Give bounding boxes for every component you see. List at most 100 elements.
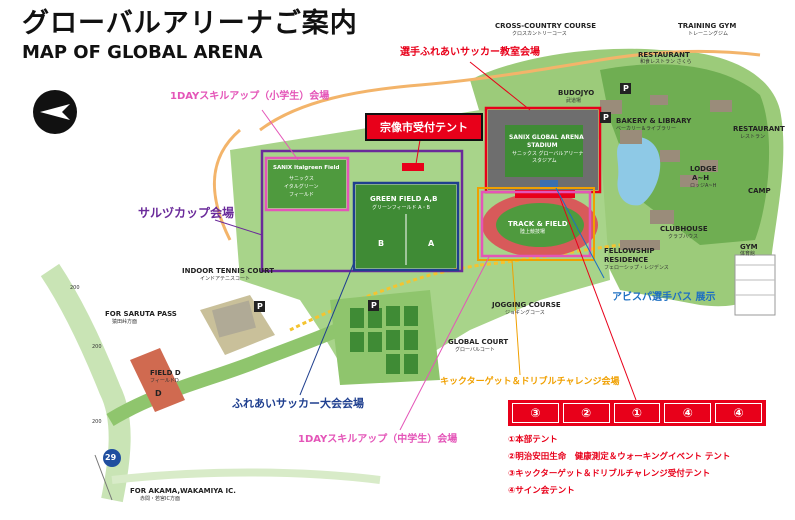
label-camp: CAMP bbox=[748, 187, 771, 195]
label-lodge: LODGE bbox=[690, 165, 717, 173]
label-stadium-2: STADIUM bbox=[527, 142, 558, 149]
line-tents bbox=[559, 197, 637, 401]
road-number-3: 200 bbox=[92, 419, 102, 425]
label-italgreen-jp1: サニックス bbox=[289, 176, 314, 182]
label-italgreen-jp2: イタルグリーン bbox=[284, 184, 319, 190]
stadium-field bbox=[505, 125, 583, 177]
legend-item-2: ②明治安田生命 健康測定＆ウォーキングイベント テント bbox=[508, 452, 731, 462]
label-budojyo-jp: 武道場 bbox=[566, 98, 582, 104]
court-3 bbox=[386, 306, 400, 326]
road-number-1: 200 bbox=[70, 285, 80, 291]
global-court-area bbox=[330, 290, 440, 385]
line-fureai bbox=[299, 259, 356, 396]
label-clubhouse-jp: クラブハウス bbox=[668, 234, 699, 240]
callout-kick-target: キックターゲット＆ドリブルチャレンジ会場 bbox=[440, 377, 620, 387]
callout-saruzu-cup: サルヅカップ会場 bbox=[138, 206, 235, 220]
line-kick bbox=[511, 259, 521, 376]
route-29-badge bbox=[103, 449, 121, 467]
label-stadium-jp2: スタジアム bbox=[532, 158, 557, 164]
label-residence: RESIDENCE bbox=[604, 256, 649, 264]
callout-avispa-bus: アビスパ選手バス 展示 bbox=[612, 292, 716, 303]
label-lodge-jp: ロッジA~H bbox=[690, 183, 717, 189]
building-6 bbox=[650, 95, 668, 105]
label-jogging: JOGGING COURSE bbox=[492, 301, 561, 309]
building-3 bbox=[660, 150, 680, 162]
cross-country-path bbox=[259, 49, 761, 132]
page-subtitle: MAP OF GLOBAL ARENA bbox=[22, 42, 263, 63]
label-saruta: FOR SARUTA PASS bbox=[105, 310, 177, 318]
parking-sign-4 bbox=[600, 112, 611, 123]
tent-cell-5: ④ bbox=[715, 403, 762, 423]
clubhouse-bld bbox=[650, 210, 674, 224]
walkway-dotted bbox=[479, 243, 621, 267]
bus-marker bbox=[540, 180, 558, 188]
label-indoor-tennis-jp: インドアテニスコート bbox=[200, 276, 251, 282]
parking-label-1: P bbox=[371, 301, 377, 310]
label-restaurant-jp: レストラン bbox=[740, 134, 766, 140]
building-2 bbox=[620, 130, 642, 144]
label-stadium-1: SANIX GLOBAL ARENA bbox=[509, 134, 584, 141]
legend-item-1: ①本部テント bbox=[508, 435, 558, 445]
italgreen-field bbox=[268, 160, 346, 208]
tent-row: ③ ② ① ④ ④ bbox=[508, 400, 766, 426]
label-cross-country-jp: クロスカントリーコース bbox=[512, 31, 567, 37]
label-italgreen-jp3: フィールド bbox=[289, 192, 314, 198]
tent-cell-1: ③ bbox=[512, 403, 559, 423]
track-inner bbox=[496, 203, 584, 247]
label-gym: GYM bbox=[740, 243, 758, 251]
field-d bbox=[130, 348, 185, 412]
court-7 bbox=[386, 330, 400, 350]
parking-label-3: P bbox=[623, 84, 629, 93]
label-bakery-jp: ベーカリー＆ライブラリー bbox=[616, 126, 677, 132]
court-5 bbox=[350, 332, 364, 352]
line-elem bbox=[261, 109, 299, 161]
label-green-field-jp: グリーンフィールド A・B bbox=[372, 205, 430, 211]
label-akama-jp: 赤間・若宮IC方面 bbox=[140, 496, 180, 502]
indoor-tennis-bld bbox=[212, 300, 256, 338]
court-9 bbox=[386, 354, 400, 374]
label-lodge-ah: A~H bbox=[692, 174, 710, 182]
label-global-court-jp: グローバルコート bbox=[455, 347, 495, 353]
court-2 bbox=[368, 308, 382, 328]
label-stadium-jp: サニックス グローバルアリーナ bbox=[512, 151, 584, 157]
lake bbox=[617, 136, 661, 206]
line-saruzu bbox=[214, 219, 263, 236]
callout-junior-skill: 1DAYスキルアップ（中学生）会場 bbox=[298, 434, 458, 445]
label-field-a: A bbox=[428, 239, 435, 248]
label-field-d-letter: D bbox=[155, 389, 162, 398]
label-italgreen-en: SANIX Italgreen Field bbox=[273, 165, 340, 171]
court-6 bbox=[368, 332, 382, 352]
building-4 bbox=[680, 175, 698, 187]
line-bus bbox=[555, 187, 605, 279]
parking-label-4: P bbox=[603, 113, 609, 122]
fellowship-bld bbox=[620, 240, 660, 250]
road-to-akama bbox=[111, 468, 381, 484]
legend-item-3: ③キックターゲット＆ドリブルチャレンジ受付テント bbox=[508, 469, 711, 479]
building-5 bbox=[700, 160, 718, 172]
court-4 bbox=[404, 306, 418, 326]
outer-course bbox=[212, 128, 241, 241]
munakata-tent-label: 宗像市受付テント bbox=[365, 113, 483, 141]
fureai-box bbox=[352, 181, 460, 272]
label-training-gym-jp: トレーニングジム bbox=[688, 31, 729, 37]
court-1 bbox=[350, 308, 364, 328]
label-restaurant-top: RESTAURANT bbox=[638, 51, 690, 59]
label-residence-jp: フェローシップ・レジデンス bbox=[604, 265, 669, 271]
tent-cell-2: ② bbox=[562, 403, 610, 423]
walkway-dotted-2 bbox=[289, 263, 481, 332]
label-restaurant-top-jp: 和食レストラン さくら bbox=[640, 59, 692, 65]
callout-fureai-soccer: ふれあいサッカー大会会場 bbox=[232, 397, 364, 410]
parking-sign-3 bbox=[620, 83, 631, 94]
parking-label-2: P bbox=[257, 302, 263, 311]
label-field-b: B bbox=[378, 239, 385, 248]
track-pink-box bbox=[480, 190, 592, 258]
page-title: グローバルアリーナご案内 bbox=[22, 8, 358, 39]
callout-soccer-school: 選手ふれあいサッカー教室会場 bbox=[400, 47, 540, 58]
label-restaurant: RESTAURANT bbox=[733, 125, 785, 133]
track-orange-box bbox=[477, 187, 595, 261]
route-29-label: 29 bbox=[105, 453, 117, 462]
line-soccer-school bbox=[469, 61, 531, 111]
court-10 bbox=[404, 354, 418, 374]
label-gym-jp: 体育館 bbox=[740, 251, 756, 257]
tent-bar bbox=[515, 190, 575, 198]
